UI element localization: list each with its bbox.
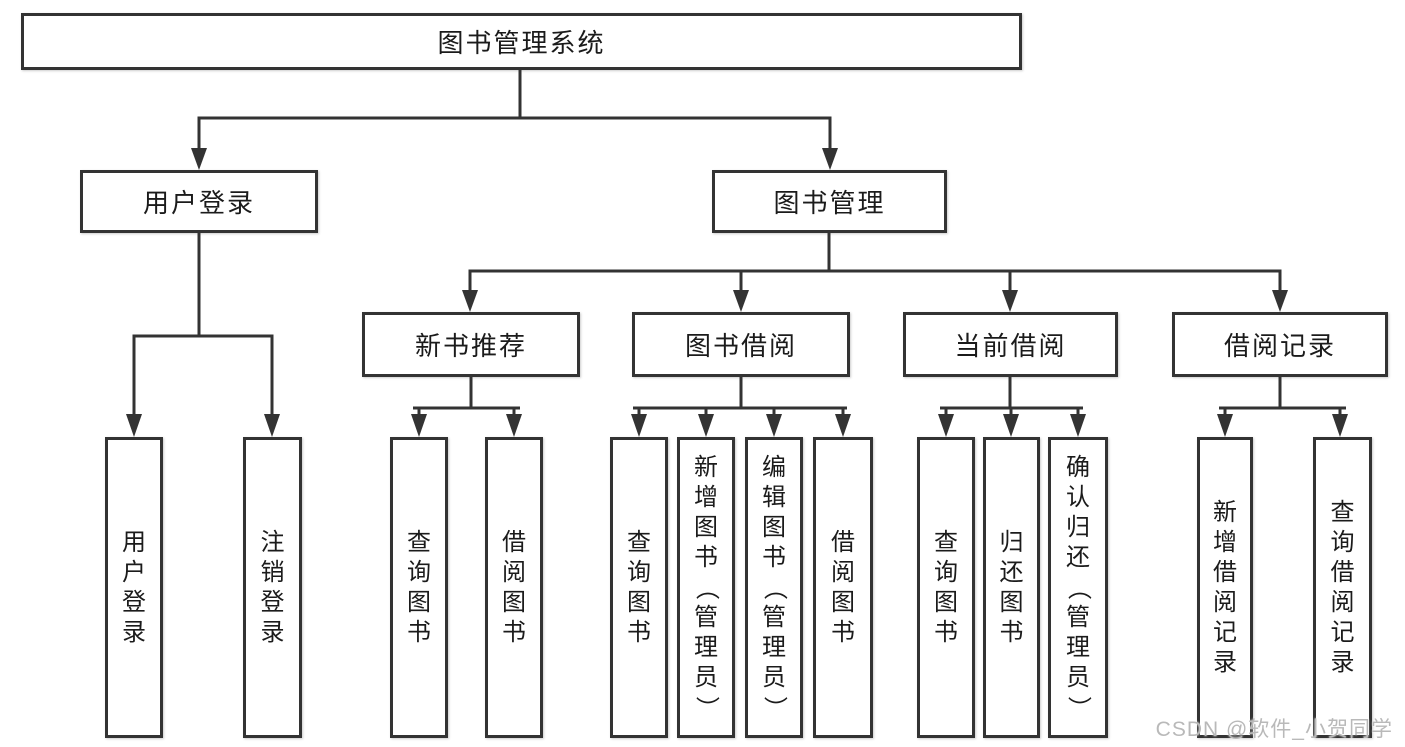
leaf-records-add-borrow-record-label: 新增借阅记录 bbox=[1213, 498, 1237, 676]
node-new-book-recommend: 新书推荐 bbox=[362, 312, 580, 377]
leaf-current-return-books: 归还图书 bbox=[983, 437, 1040, 738]
arrowhead-icon bbox=[126, 414, 142, 437]
leaf-user-login-label: 用户登录 bbox=[122, 528, 146, 646]
arrowhead-icon bbox=[766, 414, 782, 437]
arrowhead-icon bbox=[411, 414, 427, 437]
arrowhead-icon bbox=[631, 414, 647, 437]
arrowhead-icon bbox=[1070, 414, 1086, 437]
leaf-borrow-edit-books-admin-label: 编辑图书（管理员） bbox=[761, 453, 788, 720]
node-user-login-label: 用户登录 bbox=[142, 188, 255, 218]
arrowhead-icon bbox=[938, 414, 954, 437]
arrowhead-icon bbox=[1217, 414, 1233, 437]
node-book-management-label: 图书管理 bbox=[773, 188, 886, 218]
node-borrow-records-label: 借阅记录 bbox=[1223, 331, 1336, 361]
leaf-logout: 注销登录 bbox=[243, 437, 302, 738]
node-book-borrow: 图书借阅 bbox=[632, 312, 850, 377]
arrowhead-icon bbox=[835, 414, 851, 437]
leaf-borrow-borrow-books-label: 借阅图书 bbox=[831, 528, 855, 646]
node-current-borrow: 当前借阅 bbox=[903, 312, 1118, 377]
leaf-recommend-query-books-label: 查询图书 bbox=[407, 528, 431, 646]
arrowhead-group bbox=[126, 148, 1348, 437]
arrowhead-icon bbox=[1003, 414, 1019, 437]
node-book-management: 图书管理 bbox=[712, 170, 947, 233]
leaf-recommend-borrow-books: 借阅图书 bbox=[485, 437, 543, 738]
arrowhead-icon bbox=[1002, 290, 1018, 312]
leaf-user-login: 用户登录 bbox=[105, 437, 163, 738]
node-borrow-records: 借阅记录 bbox=[1172, 312, 1388, 377]
leaf-borrow-edit-books-admin: 编辑图书（管理员） bbox=[745, 437, 803, 738]
leaf-borrow-query-books-label: 查询图书 bbox=[627, 528, 651, 646]
node-library-system: 图书管理系统 bbox=[21, 13, 1022, 70]
arrowhead-icon bbox=[1332, 414, 1348, 437]
leaf-recommend-query-books: 查询图书 bbox=[390, 437, 448, 738]
leaf-logout-label: 注销登录 bbox=[260, 528, 285, 646]
leaf-current-confirm-return-admin: 确认归还（管理员） bbox=[1048, 437, 1108, 738]
leaf-current-confirm-return-admin-label: 确认归还（管理员） bbox=[1065, 453, 1092, 720]
node-library-system-label: 图书管理系统 bbox=[437, 28, 606, 58]
leaf-borrow-add-books-admin-label: 新增图书（管理员） bbox=[693, 453, 720, 720]
leaf-records-query-borrow-record-label: 查询借阅记录 bbox=[1330, 498, 1355, 676]
node-current-borrow-label: 当前借阅 bbox=[954, 331, 1067, 361]
arrowhead-icon bbox=[191, 148, 207, 170]
leaf-borrow-borrow-books: 借阅图书 bbox=[813, 437, 873, 738]
arrowhead-icon bbox=[733, 290, 749, 312]
node-user-login: 用户登录 bbox=[80, 170, 318, 233]
leaf-current-query-books: 查询图书 bbox=[917, 437, 975, 738]
arrowhead-icon bbox=[698, 414, 714, 437]
arrowhead-icon bbox=[264, 414, 280, 437]
node-book-borrow-label: 图书借阅 bbox=[684, 331, 797, 361]
leaf-records-add-borrow-record: 新增借阅记录 bbox=[1197, 437, 1253, 738]
node-new-book-recommend-label: 新书推荐 bbox=[414, 331, 527, 361]
arrowhead-icon bbox=[462, 290, 478, 312]
arrowhead-icon bbox=[506, 414, 522, 437]
leaf-records-query-borrow-record: 查询借阅记录 bbox=[1313, 437, 1372, 738]
arrowhead-icon bbox=[1272, 290, 1288, 312]
leaf-borrow-add-books-admin: 新增图书（管理员） bbox=[677, 437, 735, 738]
leaf-borrow-query-books: 查询图书 bbox=[610, 437, 668, 738]
watermark: CSDN @软件_小贺同学 bbox=[1155, 718, 1393, 741]
leaf-recommend-borrow-books-label: 借阅图书 bbox=[502, 528, 526, 646]
arrowhead-icon bbox=[822, 148, 838, 170]
leaf-current-return-books-label: 归还图书 bbox=[999, 528, 1024, 646]
leaf-current-query-books-label: 查询图书 bbox=[934, 528, 958, 646]
